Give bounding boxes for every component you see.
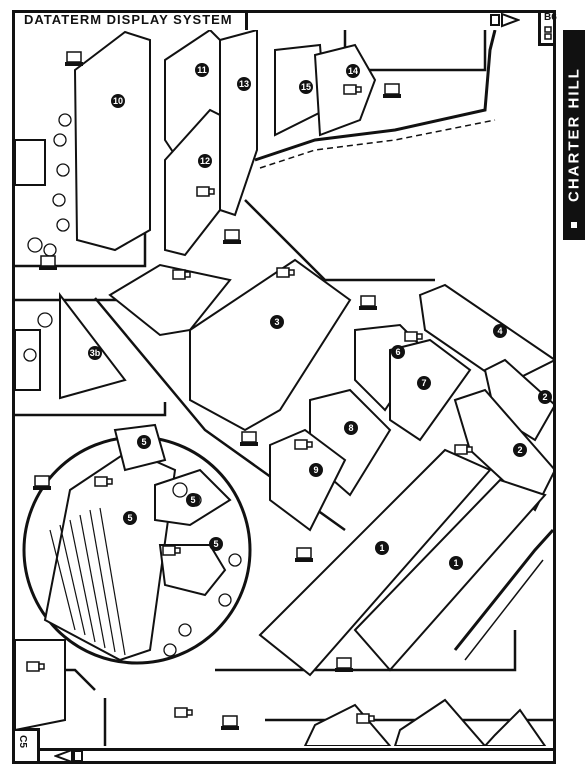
arrow-left-icon[interactable]	[54, 748, 84, 764]
building-label-8: 8	[348, 423, 353, 433]
camera-icon	[174, 707, 193, 718]
terminal-icon	[382, 83, 402, 99]
building-label-1b: 1	[453, 558, 458, 568]
building-label-15: 15	[301, 82, 311, 92]
marker-icon	[544, 26, 552, 40]
camera-icon	[454, 444, 473, 455]
camera-icon	[404, 331, 423, 342]
bottom-bar	[40, 748, 556, 764]
grid-code-box-bottom	[12, 728, 40, 764]
camera-icon	[276, 267, 295, 278]
grid-code-box-top	[538, 10, 556, 46]
building-label-3: 3	[274, 317, 279, 327]
building-label-6: 6	[395, 347, 400, 357]
camera-icon	[294, 439, 313, 450]
terminal-icon	[38, 255, 58, 271]
building-label-13: 13	[239, 79, 249, 89]
building-label-10: 10	[113, 96, 123, 106]
terminal-icon	[220, 715, 240, 731]
building-labels: 10 11 12 13 14 15 3 3b 4 6 7 8 9 2 2 1 1…	[88, 63, 552, 570]
building-label-5d: 5	[213, 539, 218, 549]
building-label-12: 12	[200, 156, 210, 166]
camera-icon	[356, 713, 375, 724]
city-map: 10 11 12 13 14 15 3 3b 4 6 7 8 9 2 2 1 1…	[15, 30, 553, 746]
building-label-5c: 5	[127, 513, 132, 523]
terminal-icon	[294, 547, 314, 563]
district-name: CHARTER HILL	[565, 67, 583, 203]
building-label-2a: 2	[542, 392, 547, 402]
camera-icon	[172, 269, 191, 280]
building-label-2b: 2	[517, 445, 522, 455]
building-label-5b: 5	[190, 495, 195, 505]
district-sidebar	[563, 30, 585, 240]
terminal-icon	[334, 657, 354, 673]
building-label-9: 9	[313, 465, 318, 475]
building-label-3b: 3b	[90, 348, 101, 358]
terminal-icon	[358, 295, 378, 311]
building-label-14: 14	[348, 66, 358, 76]
page-title: DATATERM DISPLAY SYSTEM	[24, 12, 233, 27]
camera-icon	[343, 84, 362, 95]
grid-code-top: B6	[544, 12, 557, 23]
sidebar-bullet	[571, 222, 577, 228]
camera-icon	[196, 186, 215, 197]
terminal-icon	[64, 51, 84, 67]
terminal-icon	[222, 229, 242, 245]
arrow-right-icon[interactable]	[490, 12, 520, 28]
camera-icon	[162, 545, 181, 556]
building-label-5a: 5	[141, 437, 146, 447]
building-label-11: 11	[197, 65, 207, 75]
camera-icon	[94, 476, 113, 487]
building-label-7: 7	[421, 378, 426, 388]
title-box	[12, 10, 248, 30]
building-label-1a: 1	[379, 543, 384, 553]
camera-icon	[26, 661, 45, 672]
terminal-icon	[239, 431, 259, 447]
terminal-icon	[32, 475, 52, 491]
building-label-4: 4	[497, 326, 502, 336]
